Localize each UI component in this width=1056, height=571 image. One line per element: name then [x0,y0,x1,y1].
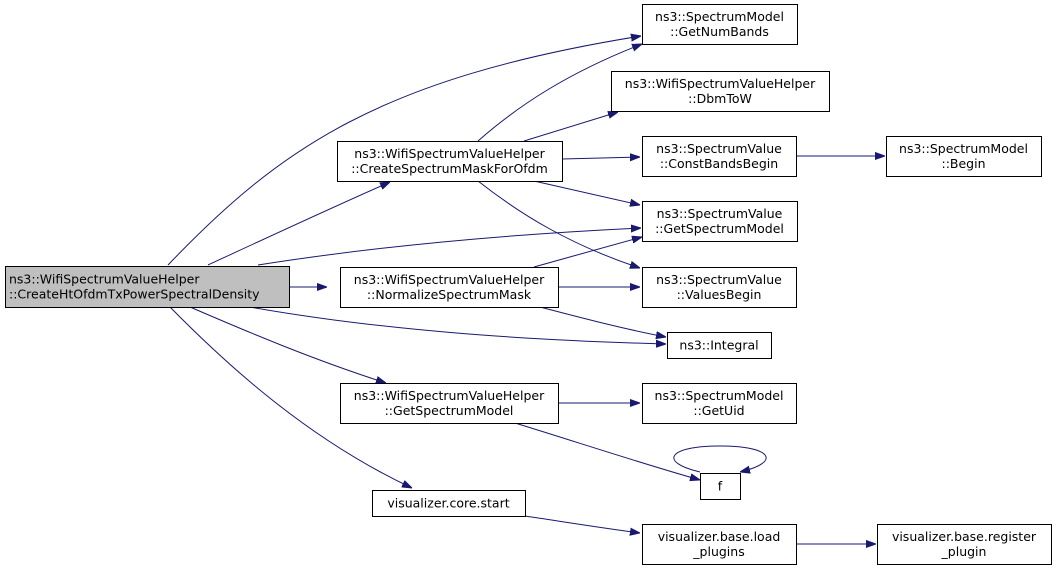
node-label-line: ::Begin [941,156,985,171]
node-box [337,141,563,182]
edge-root-to-viz-core-start [169,306,412,488]
node-label-line: ::CreateSpectrumMaskForOfdm [351,161,548,176]
node-label-line: visualizer.base.register [892,529,1037,544]
node-sm-get-num-bands[interactable]: ns3::SpectrumModel::GetNumBands [642,4,798,45]
node-label-line: ::ValuesBegin [677,287,762,302]
node-label-line: _plugins [692,544,744,559]
node-box [611,71,830,112]
node-label-line: ::ConstBandsBegin [660,156,778,171]
node-label-line: ns3::WifiSpectrumValueHelper [354,146,545,161]
node-label-line: ::DbmToW [688,91,752,106]
node-box [700,473,741,500]
node-label-line: ::GetSpectrumModel [385,403,514,418]
node-integral[interactable]: ns3::Integral [667,332,772,359]
edge-f-self-loop [673,445,767,472]
node-box [886,136,1042,177]
node-box [340,267,559,308]
node-label-line: ns3::SpectrumValue [657,206,783,221]
node-sv-get-spectrum-model[interactable]: ns3::SpectrumValue::GetSpectrumModel [642,201,798,242]
edge-create-mask-to-sv-get-spectrum-model [533,180,640,205]
node-register-plugin[interactable]: visualizer.base.register_plugin [877,524,1052,565]
node-wsvh-get-spectrum-model[interactable]: ns3::WifiSpectrumValueHelper::GetSpectru… [340,383,559,424]
node-viz-core-start[interactable]: visualizer.core.start [372,490,526,517]
node-box [667,332,772,359]
node-label-line: ns3::WifiSpectrumValueHelper [354,272,545,287]
node-label-line: ns3::SpectrumValue [656,141,782,156]
node-box [877,524,1052,565]
node-get-uid[interactable]: ns3::SpectrumModel::GetUid [642,383,797,424]
node-box [5,266,290,308]
node-label-line: ::GetNumBands [670,24,769,39]
node-root[interactable]: ns3::WifiSpectrumValueHelper::CreateHtOf… [5,266,290,308]
edge-wsvh-get-spectrum-model-to-f [514,422,700,480]
node-dbm-to-w[interactable]: ns3::WifiSpectrumValueHelper::DbmToW [611,71,830,112]
node-f[interactable]: f [700,473,741,500]
edge-create-mask-to-sm-get-num-bands [477,44,642,142]
node-box [340,383,559,424]
edge-normalize-mask-to-integral [539,306,666,337]
node-label-line: ns3::SpectrumModel [899,141,1028,156]
node-label-line: f [718,479,723,494]
edge-root-to-sm-get-num-bands [167,36,641,266]
node-normalize-mask[interactable]: ns3::WifiSpectrumValueHelper::NormalizeS… [340,267,559,308]
edge-normalize-mask-to-sv-get-spectrum-model [533,237,642,268]
edge-root-to-create-mask [207,182,390,266]
node-label-line: ::GetUid [693,403,744,418]
node-label-line: ns3::Integral [679,338,758,353]
nodes: ns3::WifiSpectrumValueHelper::CreateHtOf… [5,4,1052,565]
node-sm-begin[interactable]: ns3::SpectrumModel::Begin [886,136,1042,177]
node-label-line: _plugin [941,544,987,559]
node-label-line: ns3::SpectrumModel [655,388,784,403]
edge-create-mask-to-values-begin [477,180,640,268]
node-box [642,524,797,565]
edge-root-to-integral [249,306,666,344]
node-label-line: ::GetSpectrumModel [655,221,784,236]
edge-create-mask-to-const-bands-begin [561,157,640,159]
edge-create-mask-to-dbm-to-w [523,112,618,142]
edges [167,36,885,544]
node-label-line: ::NormalizeSpectrumMask [367,287,532,302]
node-load-plugins[interactable]: visualizer.base.load_plugins [642,524,797,565]
node-values-begin[interactable]: ns3::SpectrumValue::ValuesBegin [642,267,797,308]
node-box [642,136,797,177]
node-label-line: ns3::SpectrumValue [656,272,782,287]
node-label-line: ns3::WifiSpectrumValueHelper [9,272,200,287]
node-label-line: ns3::SpectrumModel [655,9,784,24]
node-box [372,490,526,517]
node-box [642,201,798,242]
node-create-mask[interactable]: ns3::WifiSpectrumValueHelper::CreateSpec… [337,141,563,182]
node-label-line: visualizer.core.start [387,496,509,511]
node-const-bands-begin[interactable]: ns3::SpectrumValue::ConstBandsBegin [642,136,797,177]
node-box [642,267,797,308]
edge-root-to-wsvh-get-spectrum-model [189,306,386,383]
edge-viz-core-start-to-load-plugins [524,515,640,533]
node-label-line: ::CreateHtOfdmTxPowerSpectralDensity [9,287,260,302]
node-box [642,383,797,424]
node-box [642,4,798,45]
node-label-line: visualizer.base.load [658,529,781,544]
node-label-line: ns3::WifiSpectrumValueHelper [625,76,816,91]
edge-root-to-sv-get-spectrum-model [257,228,641,266]
node-label-line: ns3::WifiSpectrumValueHelper [354,388,545,403]
